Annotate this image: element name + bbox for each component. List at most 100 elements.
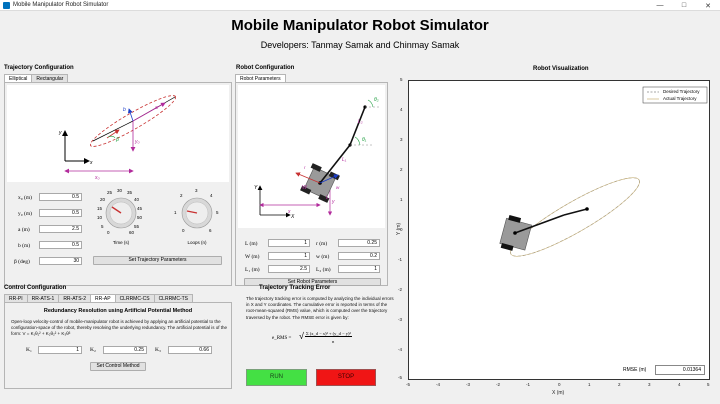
minimize-button[interactable]: —: [656, 2, 664, 9]
loops-tick-5: 5: [216, 210, 219, 215]
page-title: Mobile Manipulator Robot Simulator: [231, 17, 489, 34]
time-tick-40: 40: [134, 197, 140, 202]
legend-actual-label: Actual Trajectory: [663, 96, 697, 101]
tab-rr-pi[interactable]: RR-PI: [4, 294, 28, 302]
tab-robot-parameters[interactable]: Robot Parameters: [235, 74, 286, 82]
y0-input[interactable]: 0.5: [39, 209, 82, 217]
robot-fig-w: W: [302, 185, 308, 191]
set-robot-parameters-button[interactable]: Set Robot Parameters: [244, 278, 381, 286]
x0-input[interactable]: 0.5: [39, 193, 82, 201]
fig-y0-label: y₀: [134, 139, 140, 145]
r-input[interactable]: 0.25: [338, 239, 380, 247]
loops-tick-2: 2: [180, 193, 183, 198]
time-tick-0: 0: [107, 230, 110, 235]
robot-fig-r: r: [304, 165, 306, 170]
ellipse-trajectory-diagram: y x a b β y₀ x₀: [7, 85, 229, 182]
tab-rectangular[interactable]: Rectangular: [31, 74, 69, 82]
rmse-formula-lhs: e_RMS =: [272, 336, 292, 341]
time-tick-20: 20: [100, 197, 106, 202]
L-input[interactable]: 1: [268, 239, 310, 247]
control-method-description: Open-loop velocity-control of mobile-man…: [11, 319, 227, 337]
stop-button[interactable]: STOP: [316, 369, 376, 386]
fig-beta-label: β: [115, 137, 119, 143]
K2-input[interactable]: 0.25: [103, 346, 147, 354]
y0-label: y₀ (m): [18, 211, 32, 217]
robot-fig-l2: L₂: [358, 119, 363, 125]
loops-tick-4: 4: [210, 193, 213, 198]
y-tick-label: -4: [398, 347, 403, 352]
y-tick-label: 0: [400, 227, 403, 232]
loops-tick-0: 0: [182, 228, 185, 233]
tab-rr-ap[interactable]: RR-AP: [90, 294, 116, 302]
L2-label: L₂ (m): [316, 267, 331, 273]
time-tick-60: 60: [129, 230, 135, 235]
control-tabgroup: RR-PI RR-ATS-1 RR-ATS-2 RR-AP CLRRMC-CS …: [4, 294, 232, 389]
time-tick-50: 50: [137, 215, 143, 220]
x-tick-label: 1: [588, 382, 591, 387]
visualization-axes[interactable]: Desired Trajectory Actual Trajectory RMS…: [408, 80, 710, 380]
set-trajectory-parameters-button[interactable]: Set Trajectory Parameters: [93, 256, 222, 265]
x-tick-label: 4: [678, 382, 681, 387]
control-section-title: Control Configuration: [4, 285, 67, 291]
w-label: w (m): [316, 254, 330, 260]
control-tab-panel: Redundancy Resolution using Artificial P…: [4, 302, 232, 389]
robot-fig-x-dim: x: [287, 209, 291, 215]
tab-elliptical[interactable]: Elliptical: [4, 74, 33, 82]
robot-fig-x: X: [290, 214, 295, 220]
rmse-formula: e_RMS = √ Σ (x_d − x)² + (y_d − y)² n: [272, 331, 352, 344]
fig-x-label: x: [89, 160, 93, 166]
trajectory-tab-panel: y x a b β y₀ x₀: [4, 82, 232, 286]
fig-x0-label: x₀: [94, 175, 100, 181]
K3-input[interactable]: 0.66: [168, 346, 212, 354]
beta-input[interactable]: 30: [39, 257, 82, 265]
maximize-button[interactable]: □: [681, 2, 687, 9]
tab-clrrmc-ts[interactable]: CLRRMC-TS: [153, 294, 194, 302]
close-button[interactable]: ✕: [705, 2, 711, 10]
tab-rr-ats-2[interactable]: RR-ATS-2: [58, 294, 91, 302]
robot-fig-theta2: θ₂: [374, 97, 379, 103]
run-button[interactable]: RUN: [246, 369, 307, 386]
y-tick-label: 5: [400, 77, 403, 82]
W-label: W (m): [245, 254, 260, 260]
loops-tick-1: 1: [174, 210, 177, 215]
loops-knob[interactable]: 3 2 4 1 5 0 6 Loops (n): [169, 186, 225, 250]
rmse-label: RMSE (m): [623, 367, 647, 373]
tab-rr-ats-1[interactable]: RR-ATS-1: [26, 294, 60, 302]
developers-subtitle: Developers: Tanmay Samak and Chinmay Sam…: [260, 40, 460, 50]
x-tick-label: 5: [707, 382, 710, 387]
x-tick-label: -3: [466, 382, 471, 387]
a-input[interactable]: 2.5: [39, 225, 82, 233]
W-input[interactable]: 1: [268, 252, 310, 260]
r-label: r (m): [316, 241, 328, 247]
time-tick-35: 35: [127, 190, 133, 195]
loops-tick-6: 6: [209, 228, 212, 233]
x-axis-label: X (m): [552, 390, 565, 396]
w-input[interactable]: 0.2: [338, 252, 380, 260]
K1-label: K₁: [26, 347, 32, 353]
b-input[interactable]: 0.5: [39, 241, 82, 249]
b-label: b (m): [18, 243, 31, 249]
x-tick-label: -5: [406, 382, 411, 387]
L2-input[interactable]: 1: [338, 265, 380, 273]
robot-fig-theta1: θ₁: [362, 137, 367, 143]
tab-clrrmc-cs[interactable]: CLRRMC-CS: [114, 294, 155, 302]
time-tick-55: 55: [134, 224, 140, 229]
x-tick-label: 3: [648, 382, 651, 387]
a-label: a (m): [18, 227, 30, 233]
robot-fig-wheel-w: w: [336, 185, 340, 190]
time-tick-10: 10: [97, 215, 103, 220]
L1-input[interactable]: 2.5: [268, 265, 310, 273]
y-tick-label: 3: [400, 137, 403, 142]
fig-b-label: b: [123, 107, 126, 113]
K1-input[interactable]: 1: [38, 346, 82, 354]
desired-trajectory-path: [510, 177, 640, 257]
control-method-heading: Redundancy Resolution using Artificial P…: [43, 308, 193, 314]
legend-desired-label: Desired Trajectory: [663, 89, 700, 94]
robot-fig-l1: L₁: [342, 157, 347, 163]
visualization-title: Robot Visualization: [533, 66, 589, 72]
x-tick-label: -4: [436, 382, 441, 387]
set-control-method-button[interactable]: Set Control Method: [90, 362, 146, 371]
x-tick-label: -1: [526, 382, 531, 387]
beta-label: β (deg): [14, 259, 30, 265]
time-knob[interactable]: 30 25 35 20 40 15 45 10 50 5 55 0 60 Tim…: [93, 186, 149, 250]
